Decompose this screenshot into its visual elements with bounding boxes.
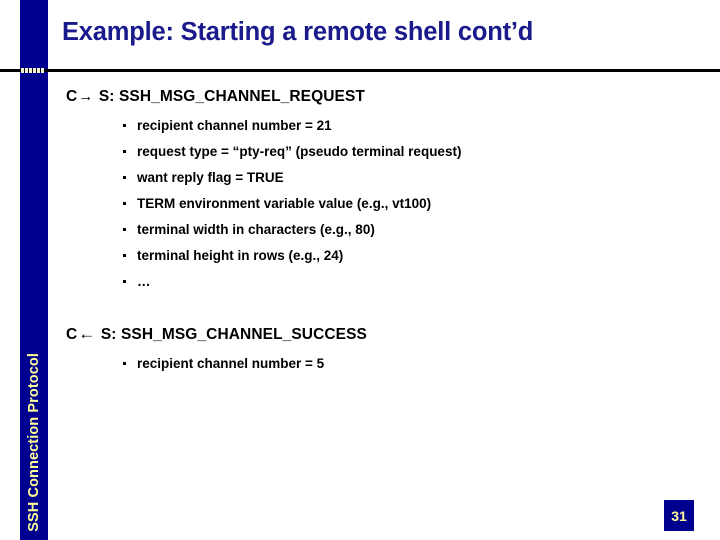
list-item-text: TERM environment variable value (e.g., v… <box>137 196 432 211</box>
list-item: recipient channel number = 21 <box>123 113 461 139</box>
message-block-success: C← S: SSH_MSG_CHANNEL_SUCCESS recipient … <box>66 324 367 377</box>
page-number-badge: 31 <box>664 500 694 531</box>
dash-decoration <box>21 67 49 74</box>
bullet-dot-icon <box>123 124 126 127</box>
list-item: terminal width in characters (e.g., 80) <box>123 217 461 243</box>
list-item: … <box>123 269 461 295</box>
dash-mark <box>37 68 40 73</box>
list-item: recipient channel number = 5 <box>123 351 367 377</box>
list-item-text: recipient channel number = 5 <box>137 356 325 371</box>
dash-mark <box>33 68 36 73</box>
dash-mark <box>25 68 28 73</box>
message-name-success: S: SSH_MSG_CHANNEL_SUCCESS <box>100 326 367 343</box>
list-item-text: terminal width in characters (e.g., 80) <box>137 222 375 237</box>
list-item-text: request type = “pty-req” (pseudo termina… <box>137 144 462 159</box>
message-name-request: S: SSH_MSG_CHANNEL_REQUEST <box>98 88 365 105</box>
list-item-text: recipient channel number = 21 <box>137 118 332 133</box>
bullet-dot-icon <box>123 280 126 283</box>
list-item: want reply flag = TRUE <box>123 165 461 191</box>
list-item: request type = “pty-req” (pseudo termina… <box>123 139 462 165</box>
list-item-text: … <box>137 274 151 289</box>
page-title: Example: Starting a remote shell cont’d <box>62 18 534 46</box>
arrow-left-icon: ← <box>78 324 96 343</box>
message-header-success: C← S: SSH_MSG_CHANNEL_SUCCESS <box>66 324 367 344</box>
message-block-request: C→ S: SSH_MSG_CHANNEL_REQUEST recipient … <box>66 88 461 295</box>
actor-from-label: C <box>66 326 78 343</box>
message-header-request: C→ S: SSH_MSG_CHANNEL_REQUEST <box>66 88 461 106</box>
list-item-text: terminal height in rows (e.g., 24) <box>137 248 344 263</box>
list-item: TERM environment variable value (e.g., v… <box>123 191 461 217</box>
list-item-text: want reply flag = TRUE <box>137 170 284 185</box>
bullet-dot-icon <box>123 254 126 257</box>
dash-mark <box>21 68 24 73</box>
arrow-right-icon: → <box>78 88 94 105</box>
bullet-dot-icon <box>123 176 126 179</box>
actor-from-label: C <box>66 88 78 105</box>
bullet-dot-icon <box>123 228 126 231</box>
bullet-list-request: recipient channel number = 21 request ty… <box>66 113 461 295</box>
bullet-dot-icon <box>123 362 126 365</box>
bullet-dot-icon <box>123 202 126 205</box>
bullet-dot-icon <box>123 150 126 153</box>
list-item: terminal height in rows (e.g., 24) <box>123 243 461 269</box>
sidebar-accent-bar <box>20 0 48 540</box>
dash-mark <box>29 68 32 73</box>
header-divider-rule <box>0 69 720 72</box>
dash-mark <box>41 68 44 73</box>
bullet-list-success: recipient channel number = 5 <box>66 351 367 377</box>
